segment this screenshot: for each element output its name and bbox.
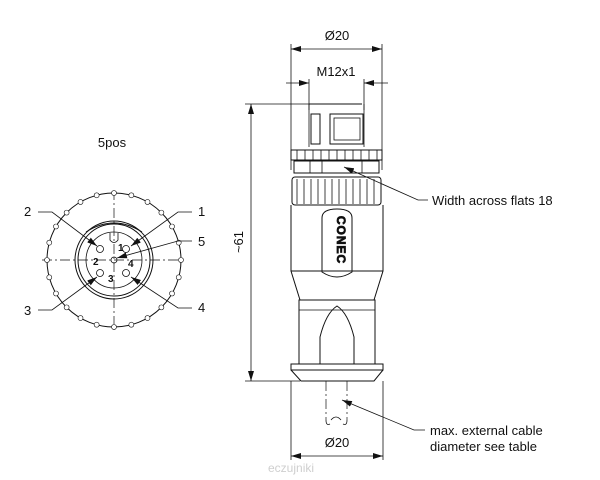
callout-leader-3 [38, 276, 98, 311]
knurl-notch [93, 192, 100, 199]
knurl-band-lines [296, 150, 378, 160]
knurl-notch [93, 321, 100, 328]
callout-label-4: 4 [198, 300, 205, 315]
callout-leader-2 [38, 211, 98, 247]
knurl-notch [158, 209, 165, 216]
bottom-chamfer [290, 369, 384, 382]
callout-label-1: 1 [198, 204, 205, 219]
knurl-notch [53, 290, 59, 297]
knurl-notch [169, 223, 175, 230]
callout-leader-1 [130, 211, 192, 247]
pin-3 [96, 269, 104, 277]
grip-ring-lines [296, 179, 375, 204]
pin-2 [96, 245, 104, 253]
flats-leader [343, 166, 428, 201]
cable-note-line2: diameter see table [430, 439, 537, 454]
pin-number-1: 1 [118, 243, 124, 254]
logo-plate [321, 208, 353, 278]
knurl-notch [144, 199, 151, 205]
callout-label-5: 5 [198, 234, 205, 249]
thread-window-inner [333, 117, 361, 141]
knurl-notch [178, 257, 184, 263]
knurl-notch [44, 257, 50, 263]
thread-label: M12x1 [316, 64, 355, 79]
thread-window-right [329, 113, 364, 145]
knurl-notch [111, 190, 117, 196]
boot-relief-arch [319, 305, 355, 364]
knurl-notch [158, 304, 165, 311]
pin-number-2: 2 [93, 257, 99, 268]
side-view: Ø20 M12x1 CONEC [231, 28, 553, 460]
callout-label-3: 3 [24, 303, 31, 318]
brand-logo: CONEC [334, 216, 348, 264]
connector-housing [74, 220, 154, 300]
knurl-notch [128, 321, 135, 328]
bottom-flange [290, 363, 384, 371]
coding-key [109, 233, 119, 243]
top-diameter-label: Ø20 [325, 28, 350, 43]
housing-inner-ring [77, 223, 151, 297]
knurl-notch [46, 239, 53, 246]
thread-window-left [310, 113, 321, 145]
cable-note-line1: max. external cable [430, 423, 543, 438]
flats-note: Width across flats 18 [432, 193, 553, 208]
knurl-notch [77, 199, 84, 205]
hex-nut [293, 160, 380, 174]
knurl-marks [44, 190, 184, 330]
knurl-notch [53, 223, 59, 230]
knurl-notch [63, 209, 70, 216]
pin-insert [85, 231, 143, 289]
callout-leader-4 [130, 276, 192, 309]
coding-flat [85, 222, 143, 233]
knurl-notch [46, 274, 53, 281]
cable-leader [341, 399, 425, 431]
cable-break [325, 416, 348, 425]
pin-number-3: 3 [108, 274, 114, 285]
knurl-notch [175, 274, 182, 281]
watermark: eczujniki [268, 461, 314, 475]
knurl-notch [169, 290, 175, 297]
callout-leader-5 [116, 240, 192, 259]
callout-label-2: 2 [24, 204, 31, 219]
knurl-notch [128, 192, 135, 199]
knurl-notch [63, 304, 70, 311]
grip-ring [291, 176, 382, 206]
pin-number-4: 4 [128, 259, 134, 270]
length-label: ~61 [231, 231, 246, 253]
front-view-title: 5pos [98, 135, 127, 150]
knurl-notch [77, 315, 84, 321]
pin-4 [122, 269, 130, 277]
front-view: 5pos 1 2 3 4 1 2 3 4 5 [24, 135, 205, 330]
pin-5 [110, 256, 118, 264]
bottom-diameter-label: Ø20 [325, 435, 350, 450]
knurl-notch [144, 315, 151, 321]
knurl-notch [111, 324, 117, 330]
knurled-band [290, 149, 383, 161]
